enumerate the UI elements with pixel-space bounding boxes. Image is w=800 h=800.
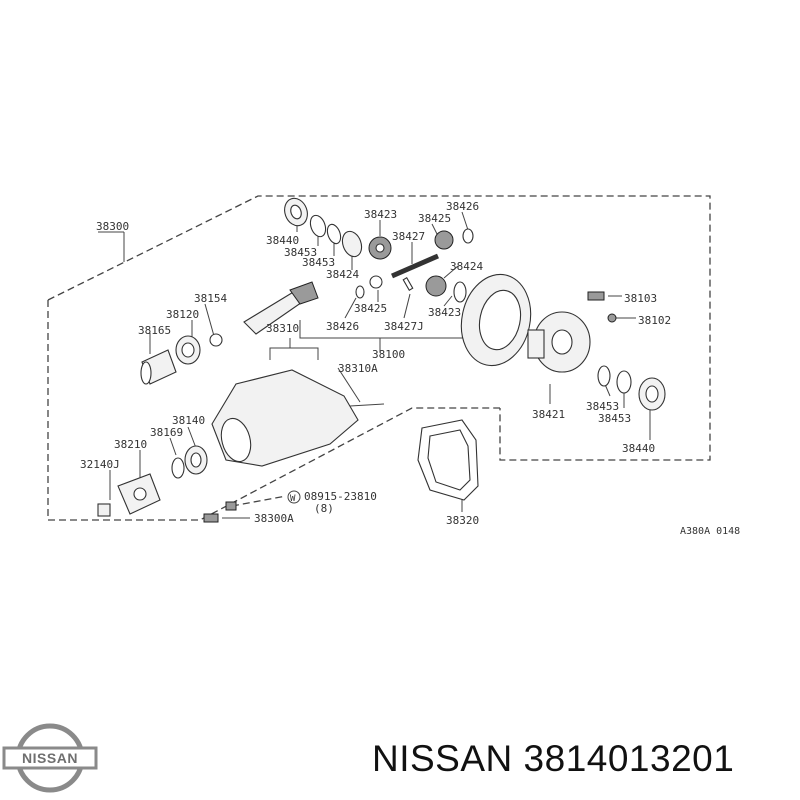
nissan-logo-icon: NISSAN bbox=[2, 723, 98, 793]
label-38425-a: 38425 bbox=[418, 212, 451, 225]
label-38310: 38310 bbox=[266, 322, 299, 335]
label-38440-lower: 38440 bbox=[622, 442, 655, 455]
label-38320: 38320 bbox=[446, 514, 479, 527]
label-38424-a: 38424 bbox=[326, 268, 359, 281]
label-38425-b: 38425 bbox=[354, 302, 387, 315]
label-38423-b: 38423 bbox=[428, 306, 461, 319]
label-38426-a: 38426 bbox=[446, 200, 479, 213]
label-38210: 38210 bbox=[114, 438, 147, 451]
label-08915-qty: (8) bbox=[314, 502, 334, 515]
label-38453-a: 38453 bbox=[284, 246, 317, 259]
label-38300: 38300 bbox=[96, 220, 129, 233]
label-38423-a: 38423 bbox=[364, 208, 397, 221]
label-38427: 38427 bbox=[392, 230, 425, 243]
label-38120: 38120 bbox=[166, 308, 199, 321]
label-38100: 38100 bbox=[372, 348, 405, 361]
label-38102: 38102 bbox=[638, 314, 671, 327]
label-38453-d: 38453 bbox=[598, 412, 631, 425]
label-32140j: 32140J bbox=[80, 458, 120, 471]
label-38440-upper: 38440 bbox=[266, 234, 299, 247]
label-38453-c: 38453 bbox=[586, 400, 619, 413]
diagram-labels: 38300 38440 38453 38453 38424 38423 3842… bbox=[80, 200, 740, 537]
label-38103: 38103 bbox=[624, 292, 657, 305]
diagram-code: A380A 0148 bbox=[680, 526, 740, 537]
label-38154: 38154 bbox=[194, 292, 227, 305]
label-38300a: 38300A bbox=[254, 512, 294, 525]
label-38426-b: 38426 bbox=[326, 320, 359, 333]
label-w-marker: W bbox=[290, 494, 296, 504]
label-38453-b: 38453 bbox=[302, 256, 335, 269]
label-38165: 38165 bbox=[138, 324, 171, 337]
label-38310a: 38310A bbox=[338, 362, 378, 375]
label-38427j: 38427J bbox=[384, 320, 424, 333]
diagram-parts bbox=[97, 197, 666, 523]
label-38169: 38169 bbox=[150, 426, 183, 439]
label-38421: 38421 bbox=[532, 408, 565, 421]
part-number-footer: NISSAN 3814013201 bbox=[372, 738, 735, 779]
label-38424-b: 38424 bbox=[450, 260, 483, 273]
nissan-logo-text: NISSAN bbox=[22, 750, 78, 766]
label-08915-23810: 08915-23810 bbox=[304, 490, 377, 503]
label-38140: 38140 bbox=[172, 414, 205, 427]
